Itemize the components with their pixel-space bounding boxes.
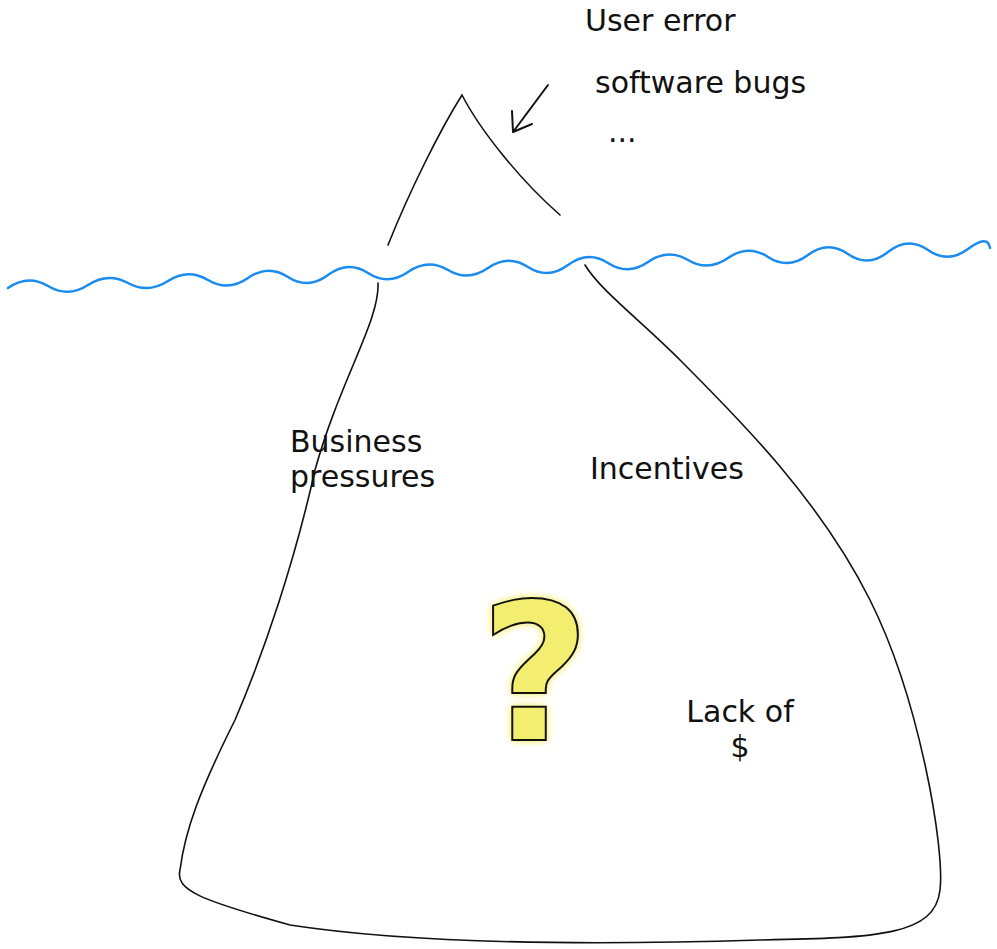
underwater-cause: Lack of $	[675, 695, 805, 764]
iceberg-outline	[140, 90, 960, 945]
unknown-cause-mark: ?	[470, 580, 600, 770]
iceberg-edge	[388, 95, 560, 245]
water-line	[8, 241, 990, 292]
visible-problem: User error	[585, 4, 845, 39]
visible-problem: software bugs	[595, 66, 895, 101]
underwater-cause: Business pressures	[290, 425, 480, 494]
ellipsis-note: ...	[608, 115, 688, 150]
leader-arrow	[512, 85, 548, 132]
iceberg-edge	[179, 265, 940, 943]
underwater-cause: Incentives	[590, 452, 790, 487]
iceberg-shape: Business pressures Incentives? Lack of $	[140, 90, 960, 945]
